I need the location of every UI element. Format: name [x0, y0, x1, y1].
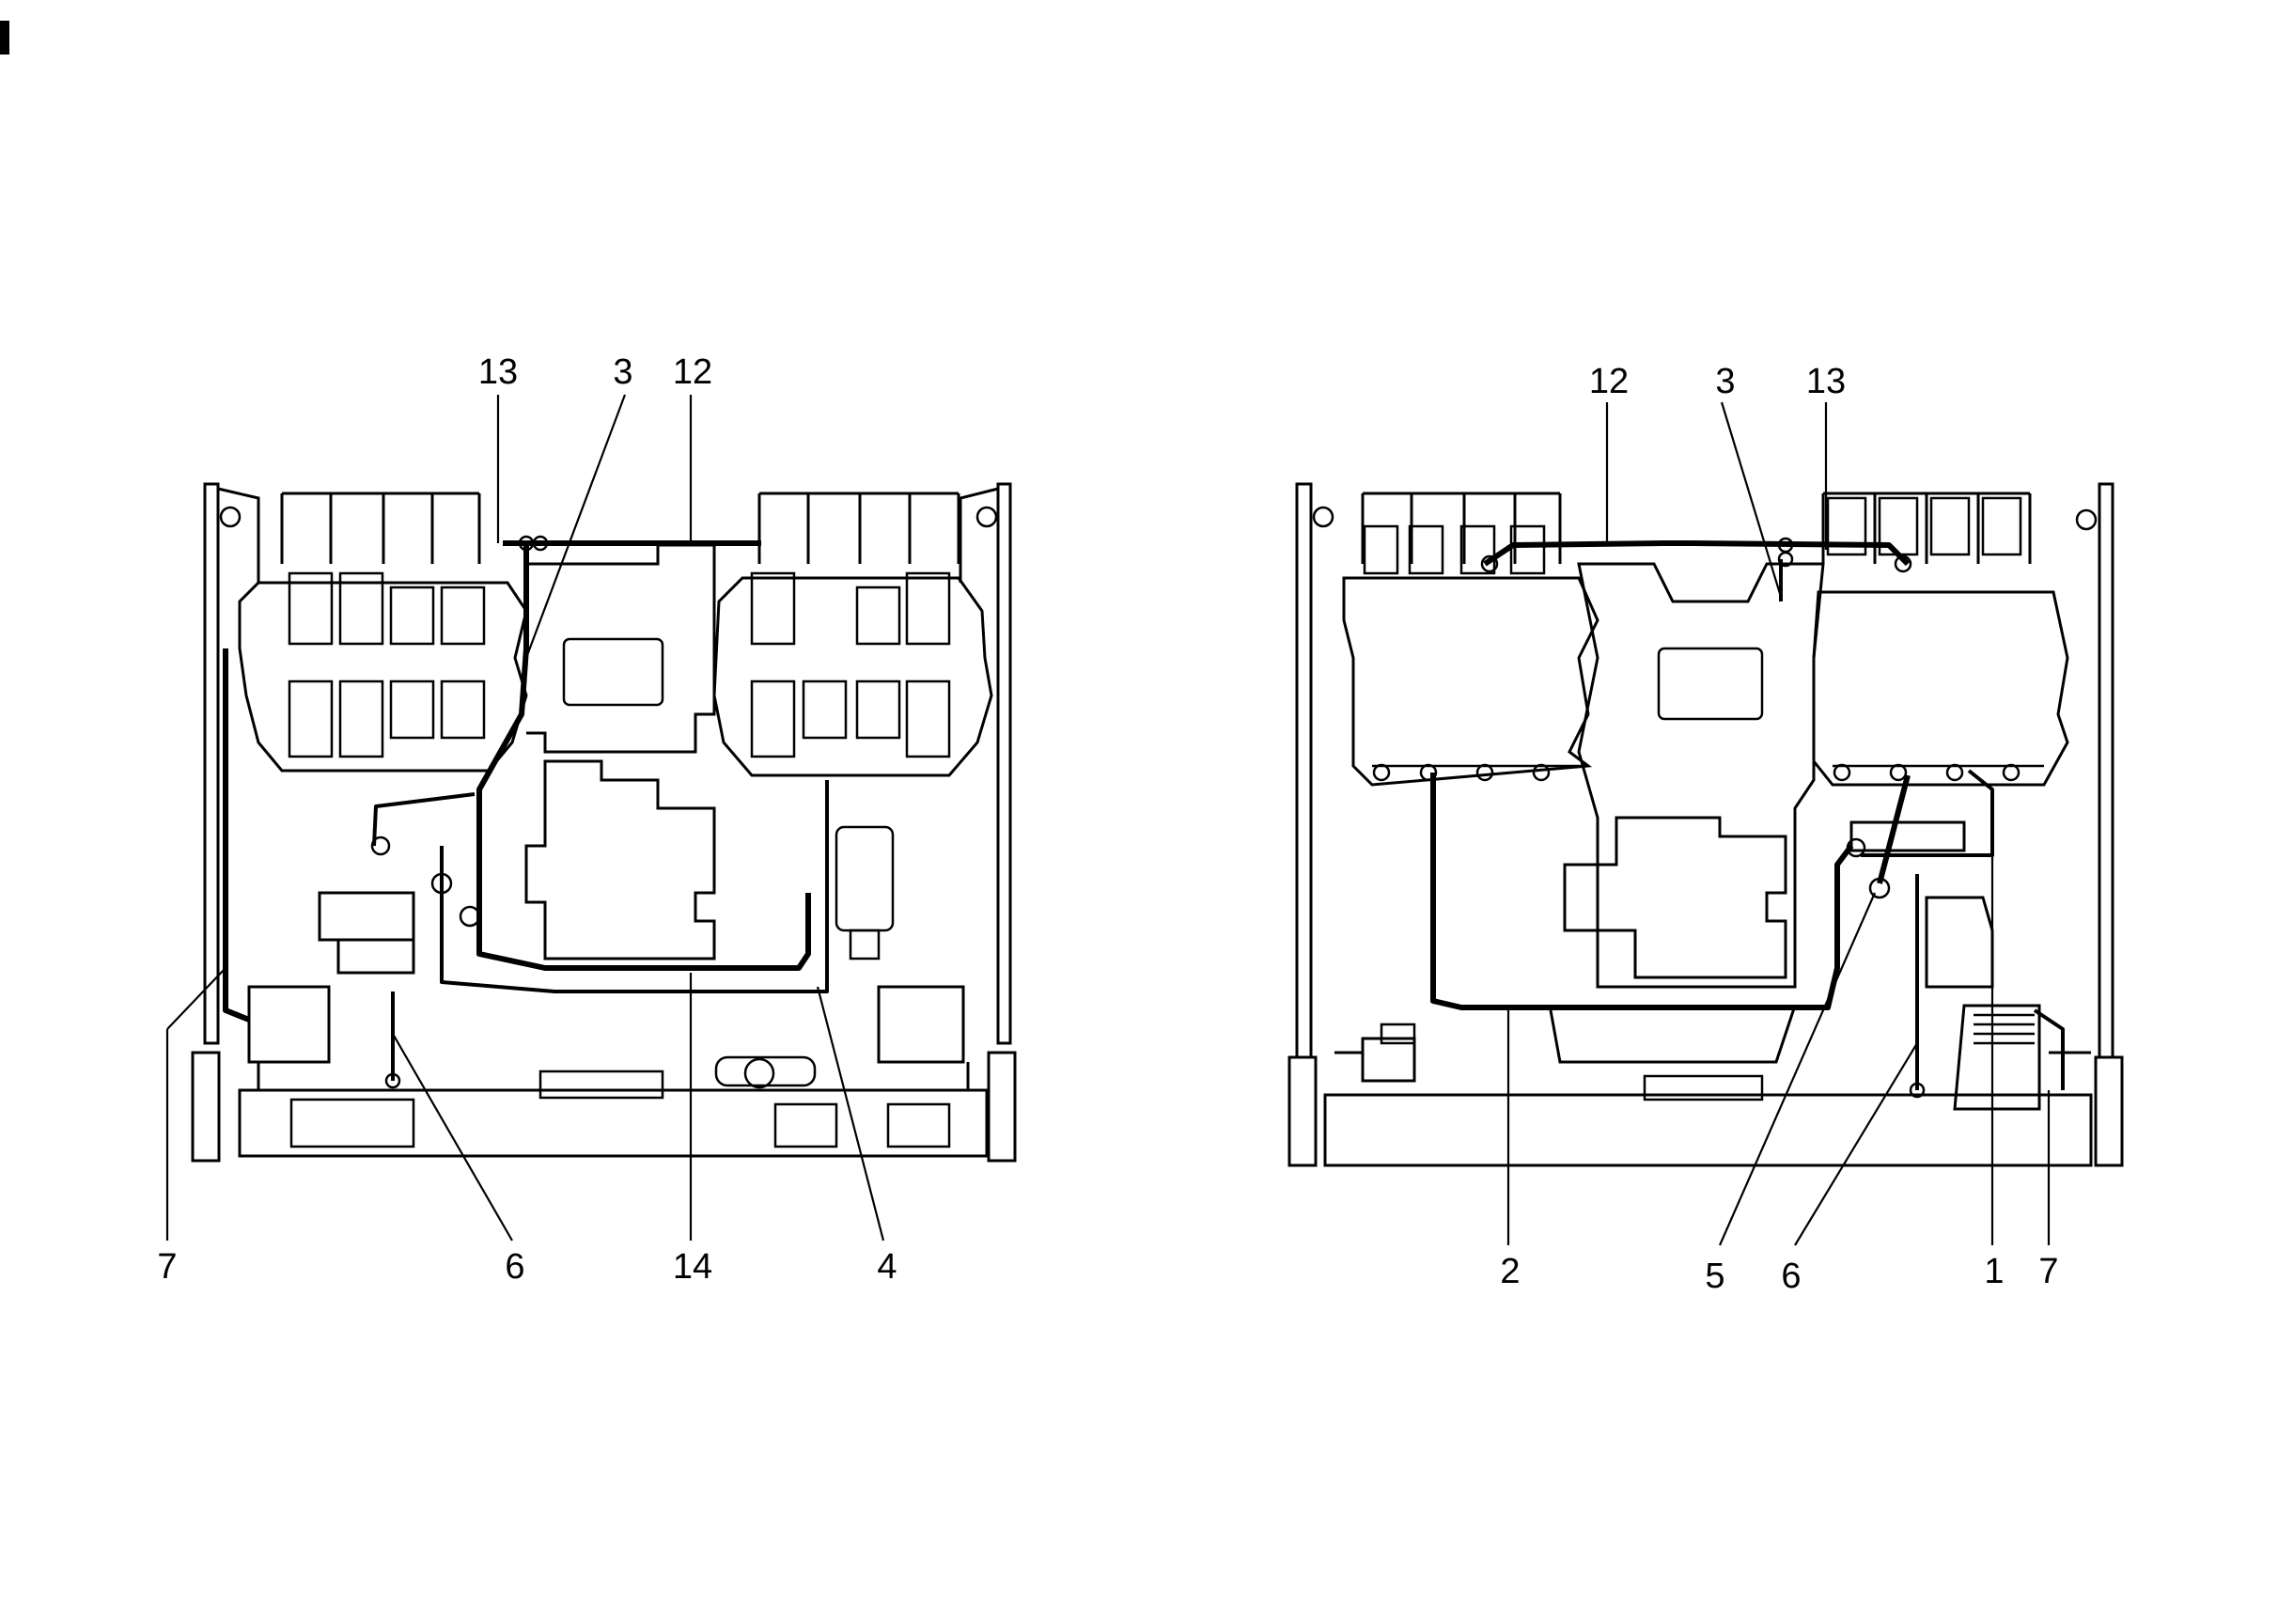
leader-3-left: [524, 394, 627, 659]
label-6-left: 6: [505, 1247, 524, 1287]
label-1-right: 1: [1984, 1252, 2004, 1291]
leader-4-left: [816, 986, 885, 1241]
label-12-right: 12: [1589, 362, 1629, 401]
label-5-right: 5: [1705, 1257, 1724, 1296]
label-3-left: 3: [613, 352, 632, 392]
label-12-left: 12: [673, 352, 712, 392]
label-6-right: 6: [1781, 1257, 1801, 1296]
label-2-right: 2: [1500, 1252, 1520, 1291]
label-7-left: 7: [157, 1247, 177, 1287]
corner-mark: [0, 21, 9, 55]
label-4-left: 4: [877, 1247, 897, 1287]
leader-7b-left: [166, 967, 226, 1030]
leader-3-right: [1720, 401, 1783, 598]
leader-5-right: [1718, 892, 1877, 1246]
leader-6-left: [392, 1033, 513, 1241]
label-13-right: 13: [1806, 362, 1846, 401]
label-3-right: 3: [1715, 362, 1735, 401]
left-engine-view: [191, 482, 1017, 1163]
right-engine-view: [1287, 482, 2124, 1167]
label-13-left: 13: [478, 352, 518, 392]
label-7-right: 7: [2038, 1252, 2058, 1291]
leader-6-right: [1794, 1042, 1918, 1246]
label-14-left: 14: [673, 1247, 712, 1287]
